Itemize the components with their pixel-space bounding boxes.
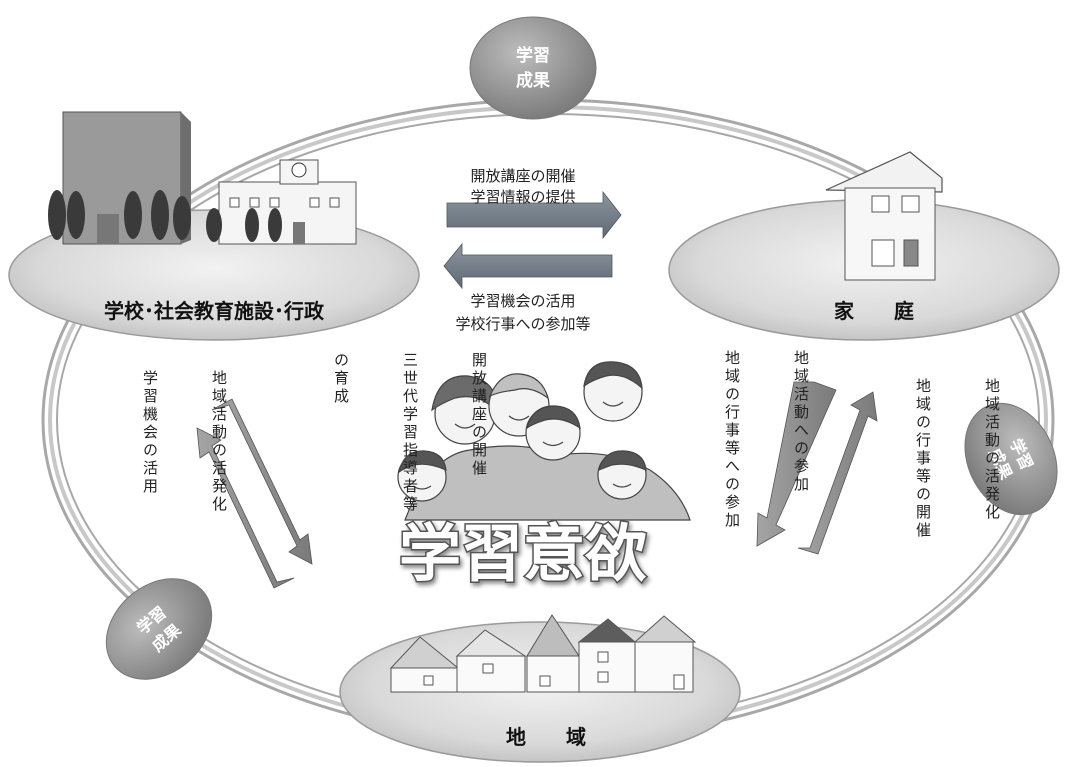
svg-text:学習情報の提供: 学習情報の提供 — [470, 188, 575, 206]
arrow-school-to-community — [211, 398, 313, 565]
label-school-to-home: 開放講座の開催 学習情報の提供 — [470, 167, 575, 206]
arrow-community-to-home — [797, 391, 878, 555]
label-community-to-home: 地域活動の活発化 地域の行事等の開催 — [914, 378, 1001, 540]
label-home-to-community: 地域活動への参加 地域の行事等への参加 — [723, 350, 810, 530]
community-node: 地 域 — [339, 614, 741, 763]
label-school-to-community: 開放講座の開催 三世代学習指導者等 の育成 — [332, 352, 488, 514]
badge-bottom-left: 学習 成果 — [105, 578, 213, 680]
school-node: 学校･社会教育施設･行政 — [8, 111, 420, 341]
home-label: 家 庭 — [834, 299, 914, 323]
svg-text:成果: 成果 — [516, 70, 550, 91]
badge-top: 学習 成果 — [469, 16, 597, 120]
family-illustration — [397, 361, 691, 521]
arrow-community-to-school — [196, 427, 295, 589]
svg-text:開放講座の開催: 開放講座の開催 — [470, 167, 575, 185]
svg-text:学習機会の活用: 学習機会の活用 — [470, 292, 575, 310]
school-label: 学校･社会教育施設･行政 — [104, 299, 325, 323]
tree-icons — [48, 190, 282, 242]
arrow-home-to-school — [443, 242, 613, 290]
svg-text:学習: 学習 — [516, 45, 550, 66]
row-of-houses-icon — [389, 614, 697, 693]
community-label: 地 域 — [506, 725, 586, 749]
label-community-to-school: 地域活動の活発化 学習機会の活用 — [141, 370, 228, 514]
label-home-to-school: 学習機会の活用 学校行事への参加等 — [455, 292, 590, 333]
badge-right: 学習 成果 — [964, 402, 1058, 516]
house-icon — [825, 151, 943, 281]
svg-text:学校行事への参加等: 学校行事への参加等 — [455, 315, 590, 333]
center-title: 学習意欲 — [399, 517, 647, 590]
arrow-school-to-home — [446, 190, 622, 240]
arrow-home-to-community — [756, 381, 837, 547]
school-building-icon — [218, 159, 357, 245]
home-node: 家 庭 — [668, 151, 1060, 341]
